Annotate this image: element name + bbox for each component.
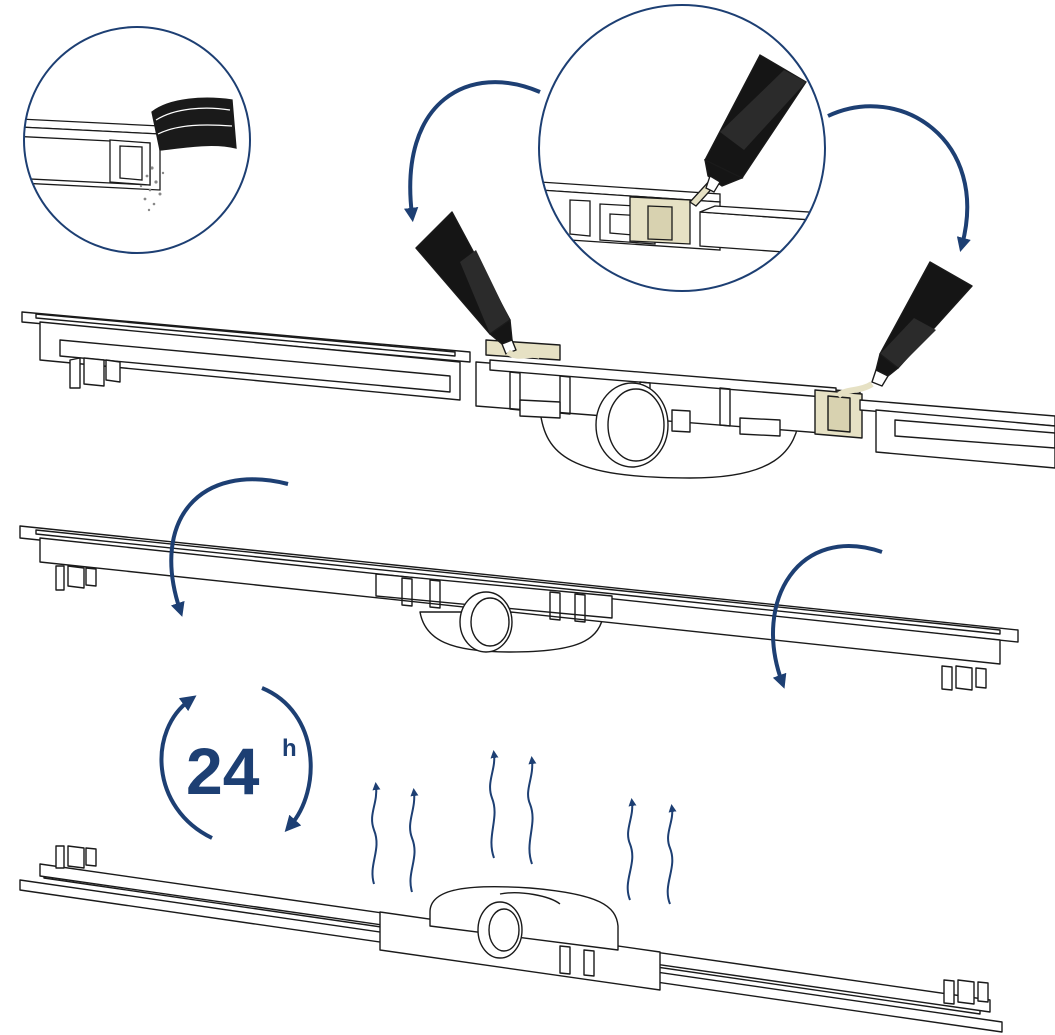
wavy-arrow-icon [626, 798, 637, 901]
detail-cleaning-magnifier [23, 26, 251, 254]
curved-arrow-icon [169, 477, 289, 617]
step-cured-channel [19, 845, 1003, 1033]
wavy-arrow-icon [666, 804, 677, 905]
clock-cycle-icon [159, 686, 313, 840]
adhesive-tube-icon [704, 54, 807, 193]
adhesive-tube-icon [415, 211, 542, 359]
drying-arrows [371, 750, 677, 905]
leveling-foot [69, 357, 121, 389]
curved-arrow-icon [827, 104, 971, 252]
leveling-foot [941, 665, 987, 691]
leveling-foot [55, 565, 97, 591]
dust-particles [139, 166, 165, 212]
leveling-foot [943, 979, 989, 1005]
step-glue-assembly [21, 211, 1055, 479]
wavy-arrow-icon [409, 788, 419, 893]
wavy-arrow-icon [489, 750, 499, 859]
curved-arrow-icon [771, 544, 883, 689]
cloth-icon [151, 97, 237, 151]
wavy-arrow-icon [371, 782, 381, 885]
curing-timer: 24 h [159, 686, 313, 840]
hours-number: 24 [186, 734, 260, 808]
curved-arrow-icon [403, 80, 541, 223]
leveling-foot [55, 845, 97, 869]
detail-gluing-magnifier [538, 4, 826, 292]
adhesive-tube-icon [835, 261, 973, 399]
wavy-arrow-icon [527, 756, 537, 865]
hours-unit: h [282, 735, 297, 762]
step-assembled-channel [19, 525, 1019, 691]
